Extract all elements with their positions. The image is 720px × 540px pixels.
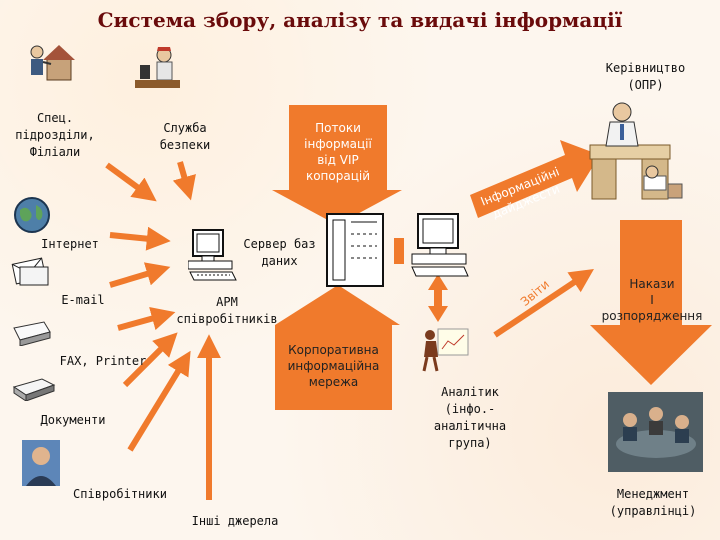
orders-arrow <box>590 220 712 385</box>
email-icon <box>11 257 49 286</box>
label-other-sources: Інші джерела <box>191 514 279 528</box>
vip-flows-text: Потоки інформації від VIP копорацій <box>304 121 372 183</box>
arrow-fax-to-arm <box>117 306 176 331</box>
workstation-icon <box>188 229 237 281</box>
arrow-analyst-to-leadership <box>493 269 594 338</box>
orders-text: Накази І розпорядження <box>601 277 703 323</box>
label-management: Менеджмент (управлінці) <box>609 487 697 518</box>
arrow-employees-to-arm <box>127 350 191 452</box>
label-analyst: Аналітик (інфо.- аналітична група) <box>433 385 507 450</box>
label-leadership: Керівництво (ОПР) <box>605 61 686 92</box>
globe-icon <box>14 197 50 233</box>
digests-arrow <box>470 140 600 218</box>
employee-photo-icon <box>22 440 60 486</box>
page-title: Система збору, аналізу та видачі інформа… <box>97 8 623 32</box>
analyst-icon <box>422 328 469 372</box>
arrow-security-to-arm <box>172 161 196 201</box>
label-security: Служба безпеки <box>159 121 211 152</box>
management-meeting-icon <box>608 392 703 472</box>
arrow-spec-to-arm <box>105 162 157 202</box>
label-spec-departments: Спец. підрозділи, Філіали <box>15 111 95 159</box>
scanner-icon <box>12 378 56 401</box>
security-officer-icon <box>135 47 180 88</box>
corporate-network-arrow <box>275 285 400 410</box>
label-employees: Співробітники <box>73 487 167 501</box>
server-workstation-link <box>394 238 404 264</box>
label-db-server: Сервер баз даних <box>243 237 316 268</box>
corporate-network-text: Корпоративна информаційна мережа <box>287 343 380 389</box>
label-fax-printer: FAX, Printer <box>59 354 147 368</box>
arrow-server-analyst <box>428 274 448 322</box>
leadership-icon <box>589 102 683 200</box>
label-internet: Інтернет <box>41 237 99 251</box>
fax-printer-icon <box>13 321 51 346</box>
server-icon <box>326 213 384 287</box>
analyst-workstation-icon <box>411 213 469 277</box>
label-documents: Документи <box>40 413 106 427</box>
label-workstation: АРМ співробітників <box>176 295 278 326</box>
spec-departments-icon <box>30 45 75 81</box>
arrow-internet-to-arm <box>109 226 171 251</box>
arrow-email-to-arm <box>109 262 171 288</box>
label-email: E-mail <box>61 293 105 307</box>
vip-flows-arrow <box>272 105 402 225</box>
arrow-docs-to-arm <box>122 332 178 388</box>
